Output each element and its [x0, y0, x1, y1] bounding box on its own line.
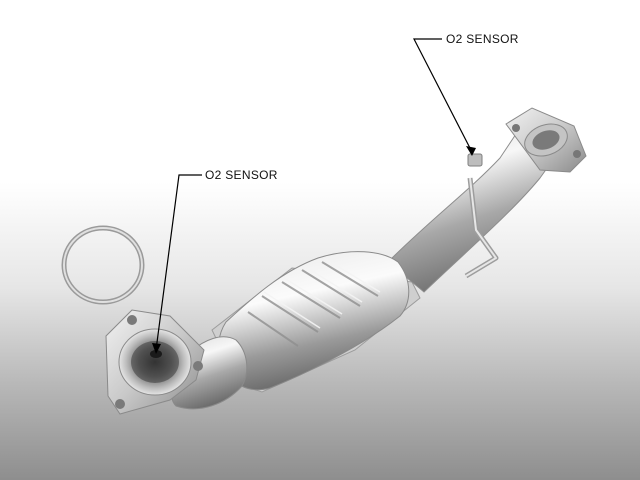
o2-sensor-label-upstream: O2 SENSOR [205, 168, 278, 182]
outlet-flange [505, 107, 587, 173]
callout-leader-top [413, 38, 476, 156]
inlet-flange [105, 309, 205, 415]
o2-sensor-label-downstream: O2 SENSOR [446, 32, 519, 46]
callout-leader-mid [152, 174, 202, 354]
gasket-ring [61, 225, 145, 305]
